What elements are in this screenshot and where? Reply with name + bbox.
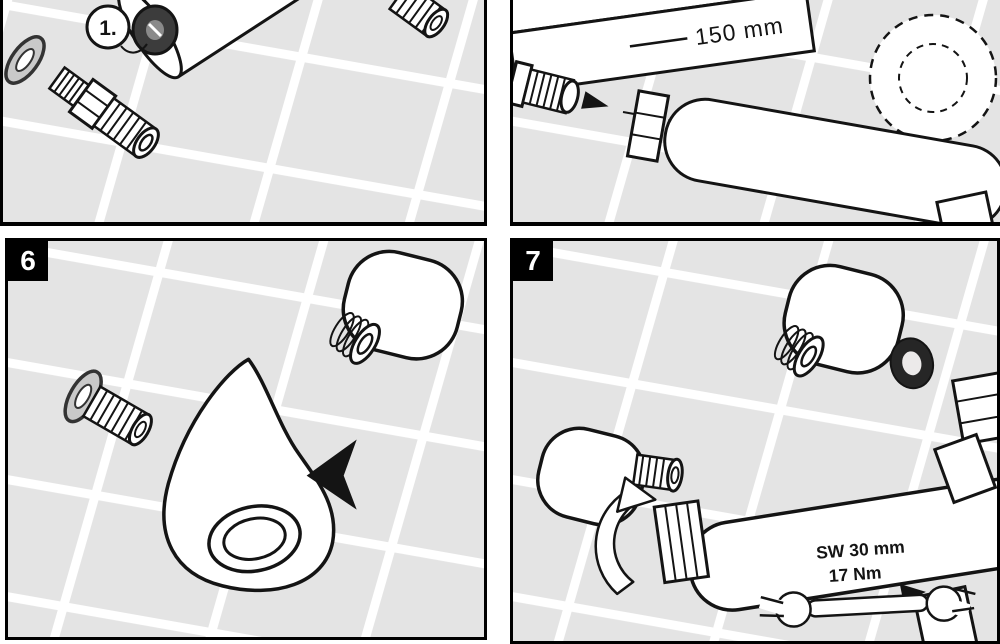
- torque-label: 17 Nm: [828, 562, 882, 586]
- panel-top-right: 150 mm: [510, 0, 1000, 226]
- step-6-badge: 6: [8, 241, 48, 281]
- escutcheon-outlet-icon: [329, 311, 381, 365]
- connector-pipe: [932, 432, 997, 505]
- insert-arrow-icon: [581, 91, 609, 109]
- wrench-icon: [758, 585, 976, 628]
- fitting-top-right-icon: [387, 0, 450, 39]
- washer-icon: [4, 35, 46, 85]
- panel-step-7: 7: [510, 238, 1000, 644]
- panel-step-6: 6: [5, 238, 487, 640]
- rotation-arrow-icon: [594, 476, 657, 596]
- hidden-handle-dashed: [868, 13, 998, 143]
- union-nut-left-icon: [652, 499, 711, 585]
- o-ring-icon: [889, 337, 935, 390]
- outlet-pipe: [935, 190, 1000, 222]
- illustration-valve-parts: 1.: [3, 0, 484, 222]
- callout-1-label: 1.: [99, 17, 117, 40]
- step-7-badge: 7: [513, 241, 553, 281]
- wall-nipple-icon: [63, 369, 153, 447]
- mixer-nut-icon: [625, 89, 671, 163]
- callout-1: 1.: [85, 4, 148, 54]
- mixer-body: [663, 97, 1000, 222]
- step-7-number: 7: [525, 245, 541, 276]
- union-nut-right-icon: [950, 370, 997, 446]
- valve-cap-icon: [131, 4, 179, 56]
- escutcheon-cover-icon: [162, 357, 336, 593]
- wall-fitting-icon: [513, 59, 609, 115]
- dimension-line: [629, 37, 688, 48]
- push-arrow-icon: [306, 439, 357, 510]
- escutcheon-upper-outlet-icon: [773, 325, 825, 378]
- illustration-mixer-tighten: SW 30 mm 17 Nm: [513, 241, 997, 641]
- illustration-escutcheon-mount: [8, 241, 484, 637]
- step-6-number: 6: [20, 245, 36, 276]
- escutcheon-left-outlet-icon: [631, 453, 684, 493]
- panel-top-left: 1.: [0, 0, 487, 226]
- measuring-board: 150 mm: [513, 0, 817, 95]
- callout-circle: [85, 4, 131, 50]
- s-union-fitting-icon: [47, 65, 160, 159]
- illustration-measure-150mm: 150 mm: [513, 0, 1000, 222]
